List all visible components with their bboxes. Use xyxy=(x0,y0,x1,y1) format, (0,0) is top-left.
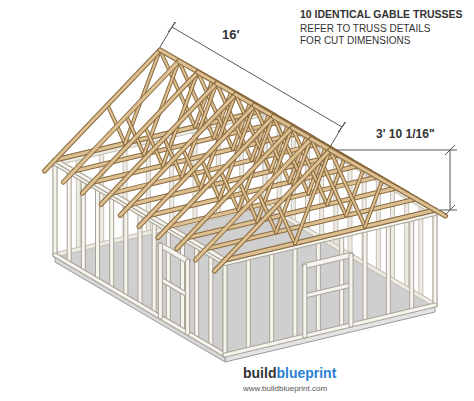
window-header xyxy=(305,255,351,266)
jack-stud xyxy=(302,266,307,336)
dimension-label: 16' xyxy=(222,28,240,43)
wall-stud xyxy=(123,202,128,297)
wall-stud xyxy=(96,185,99,280)
wall-stud xyxy=(109,193,114,288)
jack-stud xyxy=(186,261,189,333)
top-chord xyxy=(215,150,331,271)
jack-stud xyxy=(349,255,354,325)
wall-stud xyxy=(110,193,113,288)
wall-stud xyxy=(95,185,100,280)
wall-stud xyxy=(317,238,320,333)
top-chord xyxy=(215,150,331,271)
wall-stud xyxy=(434,210,437,305)
wall-stud xyxy=(167,227,170,322)
wall-stud xyxy=(339,232,344,327)
bottom-plate xyxy=(55,255,225,355)
truss-web xyxy=(365,180,383,227)
window-header xyxy=(160,245,187,261)
window-sill xyxy=(305,285,351,296)
jack-stud xyxy=(303,266,306,336)
truss-web xyxy=(278,205,296,243)
wall-stud xyxy=(387,221,390,316)
note-title: 10 IDENTICAL GABLE TRUSSES xyxy=(300,8,463,20)
wall-stud xyxy=(316,238,321,333)
top-plate xyxy=(55,164,225,264)
logo-text: blueprint xyxy=(276,365,336,381)
window-header xyxy=(305,255,351,266)
bottom-plate xyxy=(55,255,225,355)
top-chord xyxy=(330,150,446,216)
wall-stud xyxy=(180,235,185,330)
wall-stud xyxy=(166,227,171,322)
top-plate xyxy=(55,164,225,264)
dimension-lines xyxy=(160,22,457,215)
gable-trusses xyxy=(45,50,446,271)
window-sill xyxy=(160,279,187,295)
note-text: REFER TO TRUSS DETAILS FOR CUT DIMENSION… xyxy=(300,23,448,46)
wall-stud xyxy=(340,232,343,327)
wall-stud xyxy=(124,202,127,297)
truss-web xyxy=(295,150,330,243)
jack-stud xyxy=(158,245,163,317)
window-sill xyxy=(305,285,351,296)
wall-stud xyxy=(224,260,227,355)
jack-stud xyxy=(185,261,190,333)
truss-web xyxy=(278,205,296,243)
wall-stud xyxy=(433,210,438,305)
wall-stud xyxy=(434,210,437,305)
bottom-chord xyxy=(225,210,435,260)
wall-stud xyxy=(223,260,228,355)
window-header xyxy=(160,245,187,261)
wall-stud xyxy=(152,218,157,313)
truss-web xyxy=(365,180,383,227)
wall-stud xyxy=(386,221,391,316)
wall-stud xyxy=(224,260,227,355)
wall-stud xyxy=(246,254,251,349)
wall-stud xyxy=(391,185,394,280)
wall-stud xyxy=(269,249,274,344)
wall-stud xyxy=(223,260,228,355)
wall-stud xyxy=(54,160,57,255)
wall-stud xyxy=(53,160,58,255)
window-sill xyxy=(160,279,187,295)
bottom-plate xyxy=(225,305,435,355)
top-chord xyxy=(330,150,446,216)
wall-stud xyxy=(433,210,438,305)
wall-stud xyxy=(68,168,71,263)
wall-stud xyxy=(410,216,413,311)
top-plate xyxy=(55,160,225,260)
truss-web xyxy=(295,150,330,243)
wall-stud xyxy=(181,235,184,330)
wall-stud xyxy=(294,243,297,338)
wall-stud xyxy=(247,254,250,349)
wall-stud xyxy=(293,243,298,338)
wall-stud xyxy=(363,227,368,322)
wall-stud xyxy=(53,160,58,255)
wall-stud xyxy=(405,193,408,288)
dimension-label: 3' 10 1/16" xyxy=(376,128,435,142)
jack-stud xyxy=(159,245,162,317)
wall-stud xyxy=(270,249,273,344)
logo-text: build xyxy=(243,365,276,381)
top-plate xyxy=(55,160,225,260)
bottom-plate xyxy=(225,305,435,355)
bottom-chord xyxy=(225,210,435,260)
wall-stud xyxy=(209,252,212,347)
wall-stud xyxy=(364,227,367,322)
wall-stud xyxy=(67,168,72,263)
wall-stud xyxy=(153,218,156,313)
website-url: www.buildblueprint.com xyxy=(243,384,327,393)
wall-stud xyxy=(54,160,57,255)
wall-stud xyxy=(409,216,414,311)
wall-stud xyxy=(404,193,409,288)
jack-stud xyxy=(350,255,353,325)
wall-stud xyxy=(208,252,213,347)
back-wall-framing xyxy=(55,110,435,305)
